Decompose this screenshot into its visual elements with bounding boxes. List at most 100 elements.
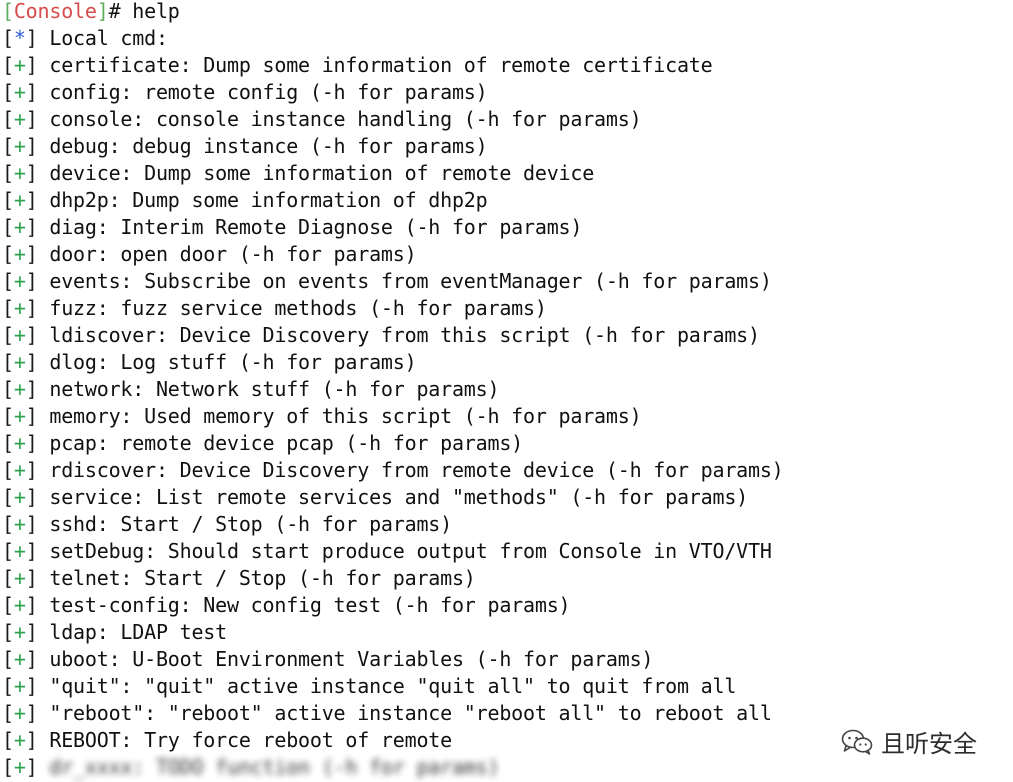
prompt-line: [Console]# help [2,0,1007,25]
plus-marker: + [13,161,26,185]
command-text: debug: debug instance (-h for params) [49,134,488,158]
command-text: certificate: Dump some information of re… [49,53,713,77]
open-bracket: [ [2,728,14,752]
plus-marker: + [13,566,26,590]
command-line: [+] telnet: Start / Stop (-h for params) [2,565,1007,592]
command-text: device: Dump some information of remote … [49,161,595,185]
close-bracket: ] [25,728,50,752]
command-text: "reboot": "reboot" active instance "rebo… [49,701,772,725]
open-bracket: [ [2,539,14,563]
close-bracket: ] [25,512,50,536]
open-bracket: [ [2,161,14,185]
command-line: [+] pcap: remote device pcap (-h for par… [2,430,1007,457]
command-line: [+] test-config: New config test (-h for… [2,592,1007,619]
close-bracket: ] [25,296,50,320]
plus-marker: + [13,107,26,131]
prompt-name: Console [13,0,97,23]
close-bracket: ] [25,215,50,239]
close-bracket: ] [25,620,50,644]
plus-marker: + [13,404,26,428]
command-line: [+] sshd: Start / Stop (-h for params) [2,511,1007,538]
close-bracket: ] [25,701,50,725]
command-line: [+] uboot: U-Boot Environment Variables … [2,646,1007,673]
close-bracket: ] [25,80,50,104]
command-line: [+] console: console instance handling (… [2,106,1007,133]
close-bracket: ] [25,134,50,158]
command-line: [+] dhp2p: Dump some information of dhp2… [2,187,1007,214]
open-bracket: [ [2,647,14,671]
command-text: diag: Interim Remote Diagnose (-h for pa… [49,215,583,239]
open-bracket: [ [2,134,14,158]
prompt-command: help [132,0,180,23]
command-text: "quit": "quit" active instance "quit all… [49,674,737,698]
open-bracket: [ [2,674,14,698]
plus-marker: + [13,512,26,536]
command-line: [+] debug: debug instance (-h for params… [2,133,1007,160]
command-text: setDebug: Should start produce output fr… [49,539,772,563]
close-bracket: ] [25,53,50,77]
watermark-text: 且听安全 [881,730,977,758]
command-text: memory: Used memory of this script (-h f… [49,404,642,428]
open-bracket: [ [2,458,14,482]
close-bracket: ] [25,161,50,185]
command-line: [+] REBOOT: Try force reboot of remote [2,727,1007,754]
plus-marker: + [13,701,26,725]
blurred-line: [+] dr_xxxx: TODO function (-h for param… [2,755,500,779]
command-text: telnet: Start / Stop (-h for params) [49,566,476,590]
open-bracket: [ [2,566,14,590]
open-bracket: [ [2,242,14,266]
plus-marker: + [13,296,26,320]
command-line: [+] config: remote config (-h for params… [2,79,1007,106]
plus-marker: + [13,377,26,401]
open-bracket: [ [2,269,14,293]
close-bracket: ] [25,485,50,509]
plus-marker: + [13,323,26,347]
command-text: events: Subscribe on events from eventMa… [49,269,772,293]
open-bracket: [ [2,377,14,401]
header-line: [*] Local cmd: [2,26,168,50]
open-bracket: [ [2,323,14,347]
command-line: [+] certificate: Dump some information o… [2,52,1007,79]
command-text: pcap: remote device pcap (-h for params) [49,431,524,455]
command-text: rdiscover: Device Discovery from remote … [49,458,784,482]
command-text: ldap: LDAP test [49,620,227,644]
plus-marker: + [13,431,26,455]
close-bracket: ] [25,323,50,347]
close-bracket: ] [25,404,50,428]
open-bracket: [ [2,404,14,428]
prompt-close-bracket: ] [96,0,109,23]
plus-marker: + [13,458,26,482]
command-line: [+] rdiscover: Device Discovery from rem… [2,457,1007,484]
command-line: [+] events: Subscribe on events from eve… [2,268,1007,295]
open-bracket: [ [2,53,14,77]
close-bracket: ] [25,566,50,590]
plus-marker: + [13,269,26,293]
command-line: [+] "quit": "quit" active instance "quit… [2,673,1007,700]
open-bracket: [ [2,350,14,374]
plus-marker: + [13,350,26,374]
open-bracket: [ [2,188,14,212]
open-bracket: [ [2,593,14,617]
close-bracket: ] [25,242,50,266]
plus-marker: + [13,539,26,563]
open-bracket: [ [2,512,14,536]
plus-marker: + [13,242,26,266]
star-marker: * [13,26,26,50]
close-bracket: ] [25,458,50,482]
command-line: [+] memory: Used memory of this script (… [2,403,1007,430]
command-line: [+] ldiscover: Device Discovery from thi… [2,322,1007,349]
command-list: [+] certificate: Dump some information o… [2,52,1007,754]
command-line: [+] ldap: LDAP test [2,619,1007,646]
close-bracket: ] [25,539,50,563]
command-text: door: open door (-h for params) [49,242,417,266]
close-bracket: ] [25,674,50,698]
header-text: Local cmd: [49,26,168,50]
command-line: [+] fuzz: fuzz service methods (-h for p… [2,295,1007,322]
command-line: [+] dlog: Log stuff (-h for params) [2,349,1007,376]
plus-marker: + [13,80,26,104]
command-text: service: List remote services and "metho… [49,485,748,509]
open-bracket: [ [2,701,14,725]
close-bracket: ] [25,188,50,212]
command-line: [+] diag: Interim Remote Diagnose (-h fo… [2,214,1007,241]
